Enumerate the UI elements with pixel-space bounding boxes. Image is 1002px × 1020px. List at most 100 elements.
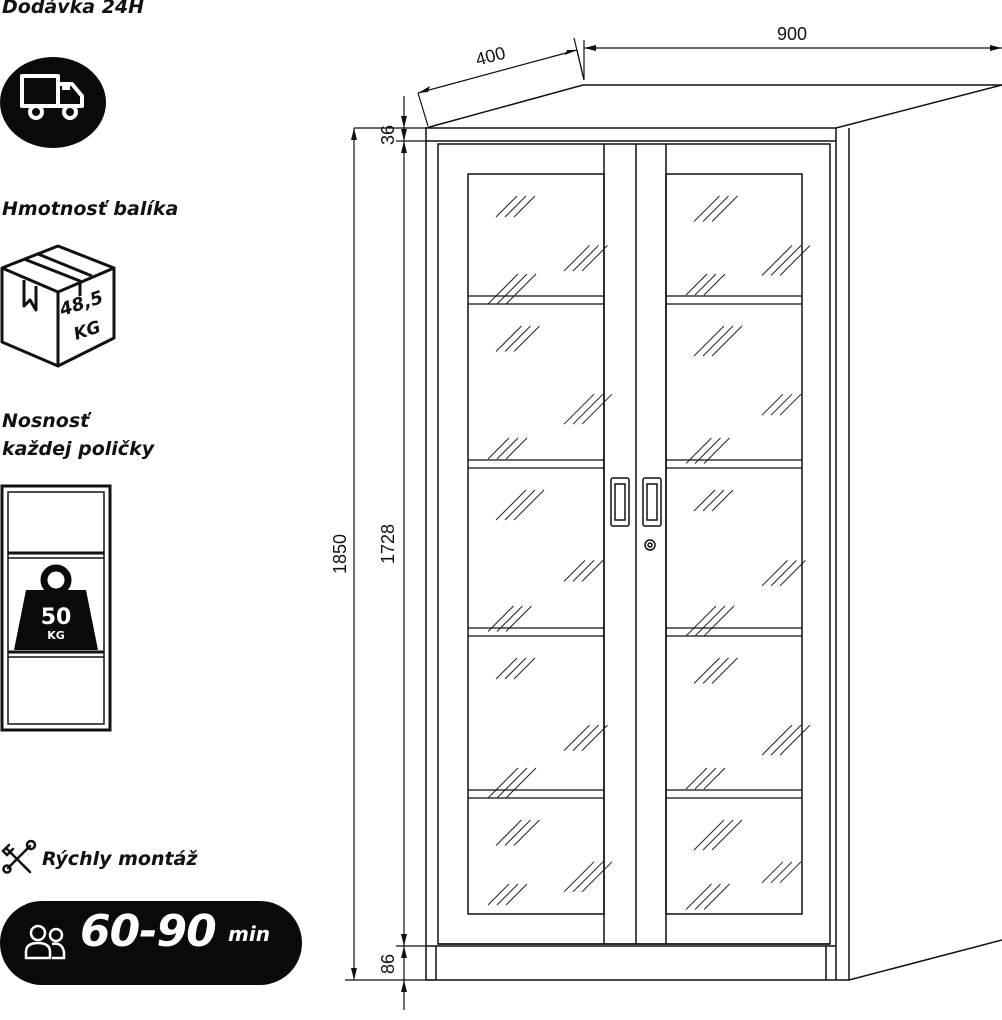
glass-hatch bbox=[770, 245, 802, 276]
shelf-load-label-line1: Nosnosť bbox=[2, 410, 90, 432]
glass-hatch bbox=[504, 489, 536, 521]
glass-hatch bbox=[487, 605, 514, 632]
shelf-load-label-line2: každej poličky bbox=[2, 438, 155, 460]
assembly-label: Rýchly montáž bbox=[42, 848, 198, 870]
glass-hatch bbox=[513, 325, 540, 352]
glass-hatch bbox=[770, 393, 793, 416]
glass-hatch bbox=[703, 437, 730, 464]
glass-hatch bbox=[761, 560, 788, 587]
glass-hatch bbox=[563, 393, 595, 425]
glass-hatch bbox=[770, 560, 797, 587]
glass-hatch bbox=[693, 819, 725, 851]
depth-dimension: 400 bbox=[473, 43, 507, 70]
delivery-label: Dodávka 24H bbox=[2, 0, 145, 18]
glass-hatch bbox=[694, 437, 721, 464]
width-dimension: 900 bbox=[777, 24, 807, 44]
top-height-dimension: 36 bbox=[378, 125, 398, 145]
glass-hatch bbox=[581, 724, 608, 751]
glass-hatch bbox=[770, 861, 793, 884]
glass-hatch bbox=[581, 560, 604, 582]
glass-hatch bbox=[711, 489, 734, 512]
glass-hatch bbox=[487, 437, 510, 460]
glass-hatch bbox=[581, 245, 608, 272]
glass-hatch bbox=[572, 724, 599, 751]
glass-hatch bbox=[505, 437, 528, 460]
glass-hatch bbox=[487, 883, 510, 906]
glass-hatch bbox=[563, 861, 595, 893]
glass-hatch bbox=[703, 605, 735, 637]
glass-hatch bbox=[693, 657, 720, 684]
glass-hatch bbox=[685, 437, 712, 464]
glass-hatch bbox=[487, 273, 519, 305]
glass-hatch bbox=[761, 245, 793, 276]
glass-hatch bbox=[703, 883, 730, 910]
shelf-load-label: Nosnosť každej poličky bbox=[2, 407, 154, 463]
glass-hatch bbox=[703, 767, 726, 790]
glass-hatch bbox=[761, 861, 784, 884]
glass-hatch bbox=[505, 883, 528, 906]
glass-hatch bbox=[693, 325, 725, 357]
glass-hatch bbox=[702, 325, 734, 357]
glass-hatch bbox=[693, 489, 716, 512]
glass-hatch bbox=[685, 273, 708, 296]
glass-hatch bbox=[761, 724, 793, 756]
glass-hatch bbox=[563, 560, 586, 582]
glass-hatch bbox=[496, 883, 519, 906]
glass-hatch bbox=[572, 560, 595, 582]
glass-hatch bbox=[702, 195, 729, 222]
assembly-time-unit: min bbox=[228, 922, 270, 946]
glass-hatch bbox=[711, 819, 743, 851]
glass-hatch bbox=[496, 605, 523, 632]
glass-hatch bbox=[504, 195, 527, 218]
glass-hatch bbox=[685, 883, 712, 910]
glass-hatch bbox=[513, 819, 540, 846]
glass-hatch bbox=[572, 861, 604, 893]
glass-hatch bbox=[581, 393, 613, 425]
total-height-dimension: 1850 bbox=[330, 534, 350, 574]
glass-hatch bbox=[703, 273, 726, 296]
glass-hatch bbox=[513, 195, 536, 218]
glass-hatch bbox=[505, 273, 537, 305]
glass-hatch bbox=[505, 767, 537, 799]
glass-hatch bbox=[505, 605, 532, 632]
glass-hatch bbox=[495, 819, 522, 846]
base-height-dimension: 86 bbox=[378, 954, 398, 974]
glass-hatch bbox=[694, 605, 726, 637]
glass-hatch bbox=[495, 325, 522, 352]
glass-hatch bbox=[685, 605, 717, 637]
glass-hatch bbox=[581, 861, 613, 893]
glass-hatch bbox=[495, 657, 518, 680]
glass-hatch bbox=[496, 273, 528, 305]
glass-hatch bbox=[504, 657, 527, 680]
glass-hatch bbox=[513, 489, 545, 521]
glass-hatch bbox=[504, 819, 531, 846]
glass-hatch bbox=[711, 325, 743, 357]
glass-hatch bbox=[702, 819, 734, 851]
glass-hatch bbox=[563, 724, 590, 751]
glass-hatch bbox=[496, 437, 519, 460]
glass-hatch bbox=[711, 657, 738, 684]
glass-hatch bbox=[770, 724, 802, 756]
glass-hatch bbox=[572, 245, 599, 272]
glass-hatch bbox=[779, 861, 802, 884]
glass-hatch bbox=[694, 767, 717, 790]
glass-hatch bbox=[487, 767, 519, 799]
glass-hatch bbox=[685, 767, 708, 790]
glass-hatch bbox=[694, 273, 717, 296]
body-height-dimension: 1728 bbox=[378, 524, 398, 564]
glass-hatch bbox=[711, 195, 738, 222]
glass-hatch bbox=[496, 767, 528, 799]
package-weight-label: Hmotnosť balíka bbox=[2, 198, 179, 220]
glass-hatch bbox=[572, 393, 604, 425]
glass-hatch bbox=[761, 393, 784, 416]
glass-hatch bbox=[513, 657, 536, 680]
glass-hatch bbox=[779, 560, 806, 587]
glass-hatch bbox=[702, 489, 725, 512]
glass-hatch bbox=[779, 245, 811, 276]
glass-hatch bbox=[779, 724, 811, 756]
glass-hatch bbox=[504, 325, 531, 352]
glass-hatch bbox=[495, 489, 527, 521]
assembly-time-value: 60-90 bbox=[80, 906, 217, 957]
glass-hatch bbox=[693, 195, 720, 222]
